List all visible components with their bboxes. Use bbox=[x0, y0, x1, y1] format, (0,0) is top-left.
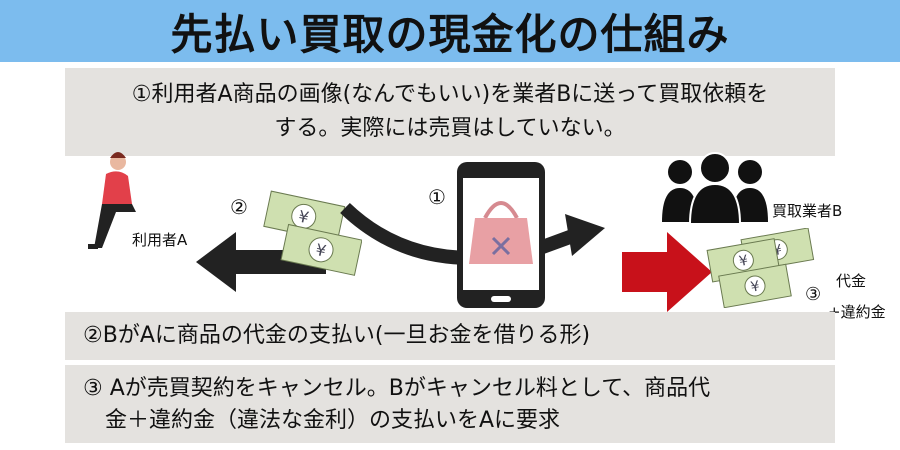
user-figure-icon bbox=[88, 152, 136, 249]
money-bills-right-icon: ¥ ¥ ¥ bbox=[706, 228, 815, 308]
svg-text:¥: ¥ bbox=[314, 240, 328, 261]
dealer-b-label: 買取業者B bbox=[772, 202, 843, 220]
step3-line1: ③ Aが売買契約をキャンセル。Bがキャンセル料として、商品代 bbox=[83, 376, 711, 401]
arrow-right-red-icon bbox=[622, 232, 712, 312]
step1-line1: ①利用者A商品の画像(なんでもいい)を業者Bに送って買取依頼を bbox=[131, 82, 769, 107]
svg-text:¥: ¥ bbox=[772, 242, 784, 259]
step1-line2: する。実際には売買はしていない。 bbox=[274, 116, 626, 141]
dealer-group-icon bbox=[662, 152, 768, 225]
step2-text: ②BがAに商品の代金の支払い(一旦お金を借りる形) bbox=[83, 323, 591, 348]
arrow-left-icon bbox=[196, 232, 326, 292]
marker-2: ② bbox=[230, 195, 248, 219]
step2-box: ②BがAに商品の代金の支払い(一旦お金を借りる形) bbox=[65, 312, 835, 360]
payment-label-line1: 代金 bbox=[836, 272, 867, 290]
svg-text:¥: ¥ bbox=[297, 207, 311, 228]
step3-box: ③ Aが売買契約をキャンセル。Bがキャンセル料として、商品代 金＋違約金（違法な… bbox=[65, 365, 835, 443]
step1-box: ①利用者A商品の画像(なんでもいい)を業者Bに送って買取依頼を する。実際には売… bbox=[65, 68, 835, 156]
smartphone-bag-icon bbox=[457, 162, 545, 308]
money-bills-icon: ¥ ¥ bbox=[263, 190, 362, 276]
page-title: 先払い買取の現金化の仕組み bbox=[170, 9, 730, 59]
user-a-label: 利用者A bbox=[132, 231, 188, 249]
step3-line2: 金＋違約金（違法な金利）の支払いをAに要求 bbox=[105, 408, 561, 433]
svg-text:¥: ¥ bbox=[738, 253, 750, 270]
title-bar: 先払い買取の現金化の仕組み bbox=[0, 0, 900, 62]
payment-label-line2: +違約金 bbox=[828, 303, 886, 321]
marker-1: ① bbox=[428, 185, 446, 209]
marker-3: ③ bbox=[805, 284, 822, 305]
svg-text:¥: ¥ bbox=[749, 278, 761, 295]
